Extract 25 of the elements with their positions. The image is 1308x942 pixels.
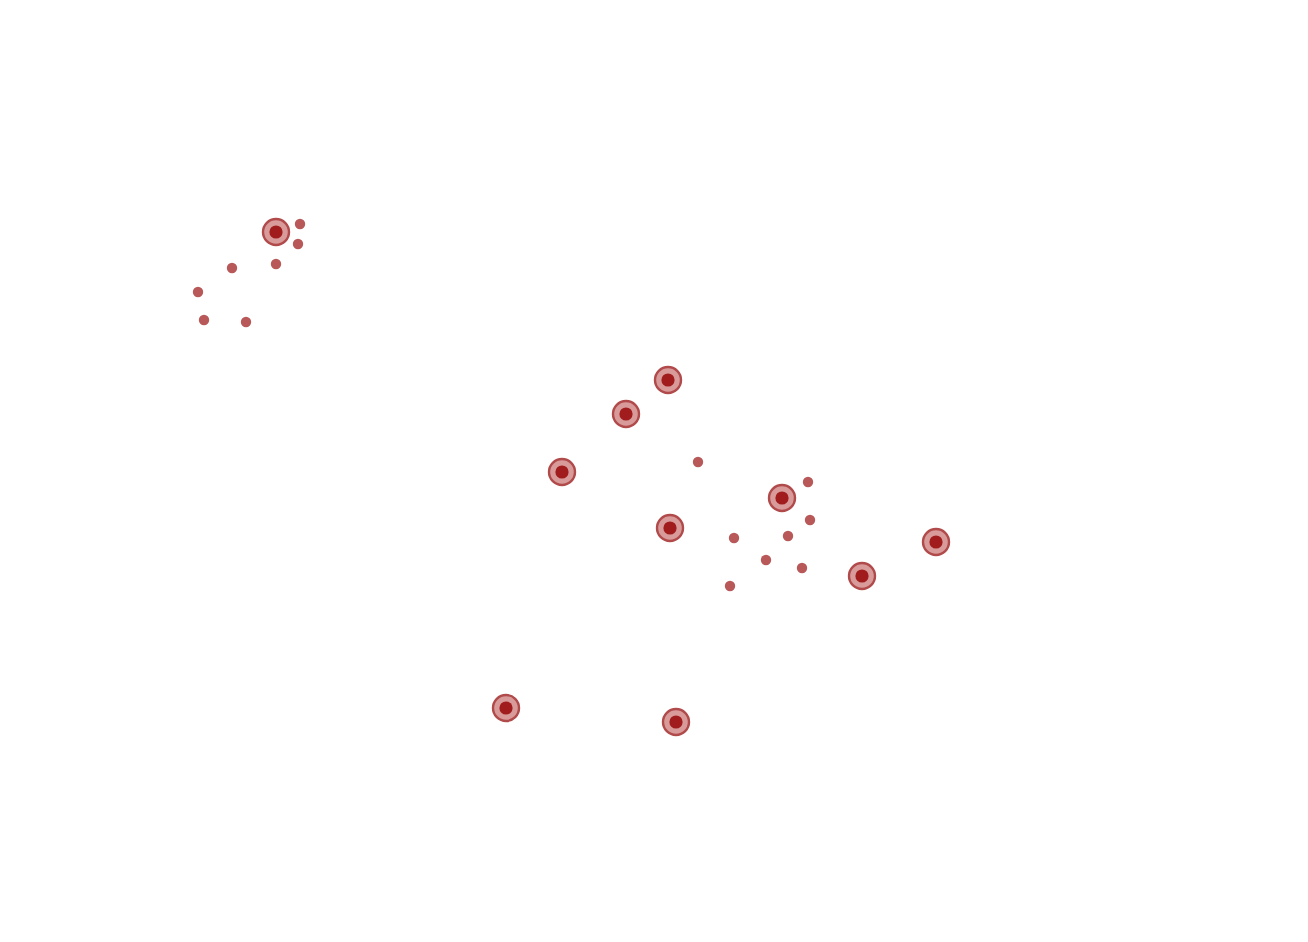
map-marker-icon: [660, 706, 692, 738]
map-dot-icon: [724, 580, 736, 592]
map-dot-icon: [728, 532, 740, 544]
map-dot-icon: [294, 218, 306, 230]
map-dot-icon: [198, 314, 210, 326]
map-dot-icon: [240, 316, 252, 328]
map-dot-icon: [782, 530, 794, 542]
map-marker-icon: [654, 512, 686, 544]
map-dot-icon: [692, 456, 704, 468]
map-dot-icon: [760, 554, 772, 566]
map-marker-icon: [490, 692, 522, 724]
map-dot-icon: [804, 514, 816, 526]
map-marker-icon: [610, 398, 642, 430]
map-marker-icon: [766, 482, 798, 514]
map-marker-icon: [652, 364, 684, 396]
map-marker-icon: [546, 456, 578, 488]
map-marker-icon: [846, 560, 878, 592]
map-dot-icon: [796, 562, 808, 574]
map-dot-icon: [192, 286, 204, 298]
map-dot-icon: [292, 238, 304, 250]
map-marker-icon: [260, 216, 292, 248]
map-dot-icon: [270, 258, 282, 270]
map-dot-icon: [226, 262, 238, 274]
map-marker-icon: [920, 526, 952, 558]
map-dot-icon: [802, 476, 814, 488]
